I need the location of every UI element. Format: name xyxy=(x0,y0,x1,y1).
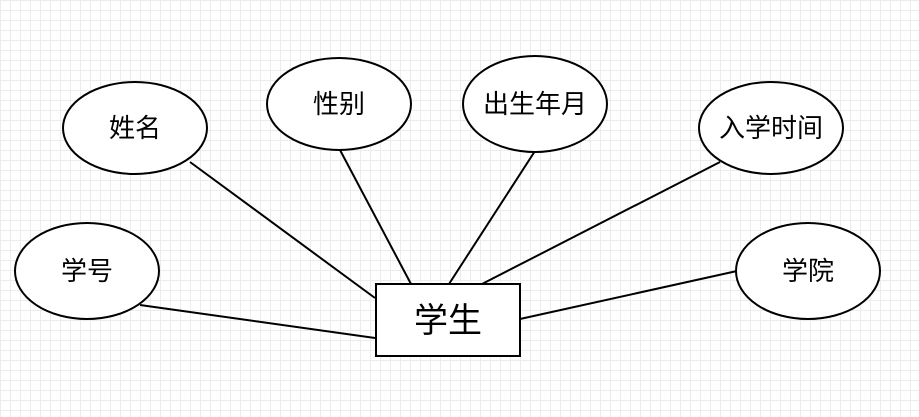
attribute-name[interactable]: 姓名 xyxy=(62,81,208,175)
attribute-birth[interactable]: 出生年月 xyxy=(462,55,608,153)
attribute-ellipse xyxy=(14,222,160,320)
entity-student[interactable]: 学生 xyxy=(375,283,521,357)
attribute-enroll-time[interactable]: 入学时间 xyxy=(698,81,844,175)
attribute-label: 出生年月 xyxy=(483,90,587,120)
attribute-college[interactable]: 学院 xyxy=(735,222,881,320)
attribute-label: 学院 xyxy=(782,257,834,287)
attribute-gender[interactable]: 性别 xyxy=(266,57,412,151)
connector-college xyxy=(519,270,738,320)
attribute-ellipse xyxy=(698,81,844,175)
connector-gender xyxy=(339,149,412,285)
attribute-ellipse xyxy=(62,81,208,175)
connector-birth xyxy=(448,150,536,285)
connector-name xyxy=(189,161,376,299)
attribute-ellipse xyxy=(735,222,881,320)
entity-box xyxy=(375,283,521,357)
entity-label: 学生 xyxy=(414,301,482,341)
attribute-ellipse xyxy=(462,55,608,153)
attribute-student-id[interactable]: 学号 xyxy=(14,222,160,320)
attribute-label: 性别 xyxy=(313,90,365,120)
connector-student-id xyxy=(139,304,376,339)
attribute-label: 入学时间 xyxy=(719,114,823,144)
connector-enroll-time xyxy=(481,161,721,285)
attribute-ellipse xyxy=(266,57,412,151)
attribute-label: 姓名 xyxy=(109,114,161,144)
attribute-label: 学号 xyxy=(61,257,113,287)
